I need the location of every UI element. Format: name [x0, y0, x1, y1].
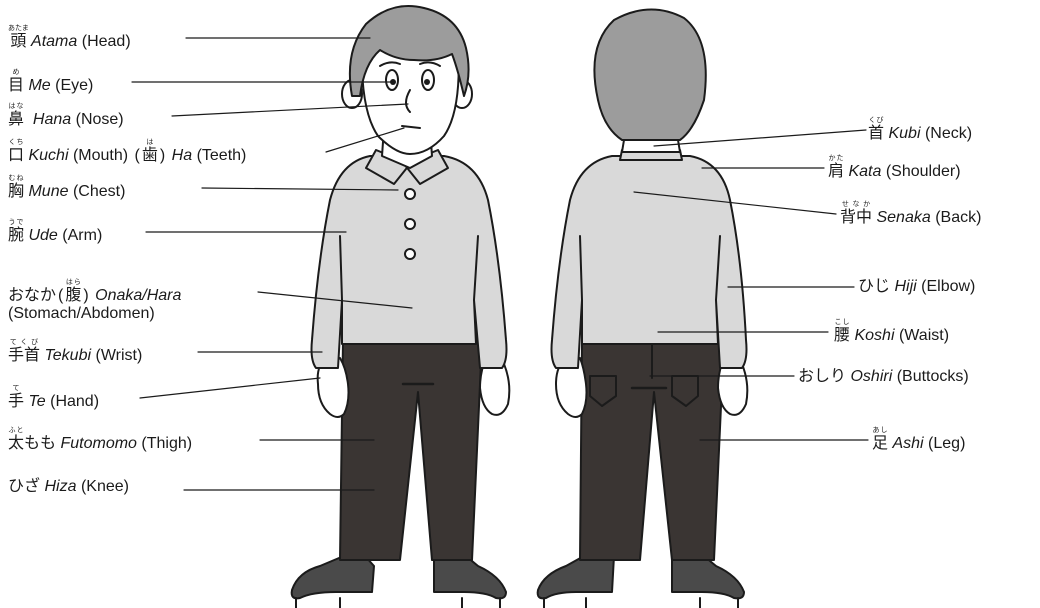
label-kuchi: 口くち Kuchi (Mouth) (歯は) Ha (Teeth): [8, 138, 246, 166]
label-ashi: 足あし Ashi (Leg): [872, 426, 965, 454]
label-hana: 鼻はな Hana (Nose): [8, 102, 124, 130]
label-tekubi: 手首てくび Tekubi (Wrist): [8, 338, 142, 366]
label-atama: 頭あたま Atama (Head): [8, 24, 131, 52]
label-hiji: ひじ Hiji (Elbow): [858, 276, 975, 297]
back-left-shoe: [538, 556, 614, 598]
front-pants: [340, 340, 482, 560]
label-hiza: ひざ Hiza (Knee): [8, 476, 129, 497]
label-oshiri: おしり Oshiri (Buttocks): [798, 366, 969, 387]
back-head: [594, 9, 705, 140]
label-koshi: 腰こし Koshi (Waist): [834, 318, 949, 346]
front-left-shoe: [292, 556, 374, 598]
back-right-shoe: [672, 556, 744, 598]
label-kubi: 首くび Kubi (Neck): [868, 116, 972, 144]
label-te: 手て Te (Hand): [8, 384, 99, 412]
label-onaka-english: (Stomach/Abdomen): [8, 304, 155, 324]
label-me: 目め Me (Eye): [8, 68, 93, 96]
label-kata: 肩かた Kata (Shoulder): [828, 154, 961, 182]
label-futomomo: 太ふともも Futomomo (Thigh): [8, 426, 192, 454]
label-senaka: 背中せなか Senaka (Back): [840, 200, 981, 228]
front-right-shoe: [434, 556, 506, 598]
label-onaka: おなか(腹はら) Onaka/Hara: [8, 278, 181, 306]
label-mune: 胸むね Mune (Chest): [8, 174, 125, 202]
leader-lines: [132, 38, 868, 490]
back-figure: [538, 9, 748, 608]
label-ude: 腕うで Ude (Arm): [8, 218, 102, 246]
